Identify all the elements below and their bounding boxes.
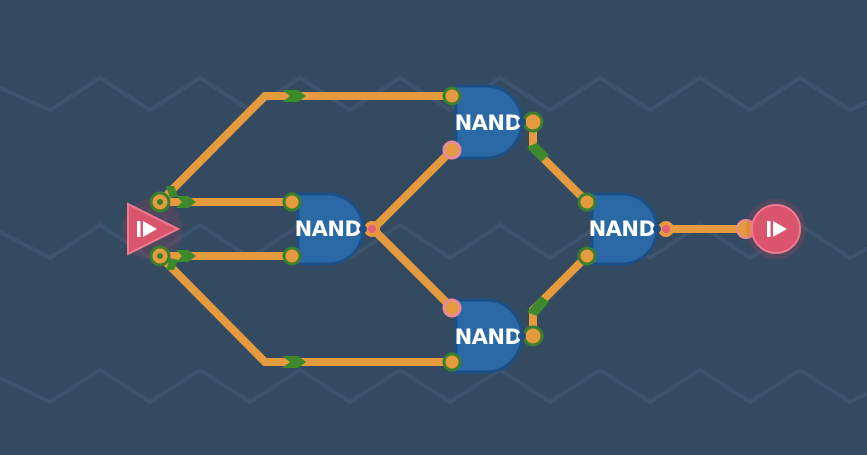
gate-label: NAND xyxy=(455,325,522,349)
signal-arrows xyxy=(166,90,549,368)
nand-gate-4[interactable]: NAND xyxy=(589,192,659,266)
input-pin-ports xyxy=(149,191,171,267)
gate-label: NAND xyxy=(295,217,362,241)
signal-arrow-icon xyxy=(166,186,178,198)
wire-gate2-to-gate3-a[interactable] xyxy=(370,226,455,311)
signal-arrow-icon xyxy=(527,296,549,316)
output-pin[interactable] xyxy=(746,199,806,259)
wire-gate1-to-gate4-a[interactable] xyxy=(529,122,590,205)
nand-gate-2[interactable]: NAND xyxy=(295,192,365,266)
signal-arrow-icon xyxy=(527,143,549,162)
gate-label: NAND xyxy=(455,111,522,135)
nand-gate-3[interactable]: NAND xyxy=(454,298,524,374)
play-triangle-icon xyxy=(137,221,157,237)
play-circle-icon xyxy=(767,221,787,237)
wire-input-to-gate1-a[interactable] xyxy=(157,92,452,205)
signal-arrow-icon xyxy=(176,250,196,262)
gate-label: NAND xyxy=(589,217,656,241)
signal-arrow-icon xyxy=(176,196,196,208)
nand-gate-1[interactable]: NAND xyxy=(454,84,524,160)
wire-gate3-to-gate4-b[interactable] xyxy=(529,253,590,336)
gate-ports xyxy=(282,86,756,372)
input-pin[interactable] xyxy=(122,199,182,259)
wire-gate2-to-gate1-b[interactable] xyxy=(370,147,455,232)
signal-arrow-icon xyxy=(282,356,306,368)
signal-arrow-icon xyxy=(282,90,306,102)
wire-input-to-gate3-b[interactable] xyxy=(157,253,452,366)
